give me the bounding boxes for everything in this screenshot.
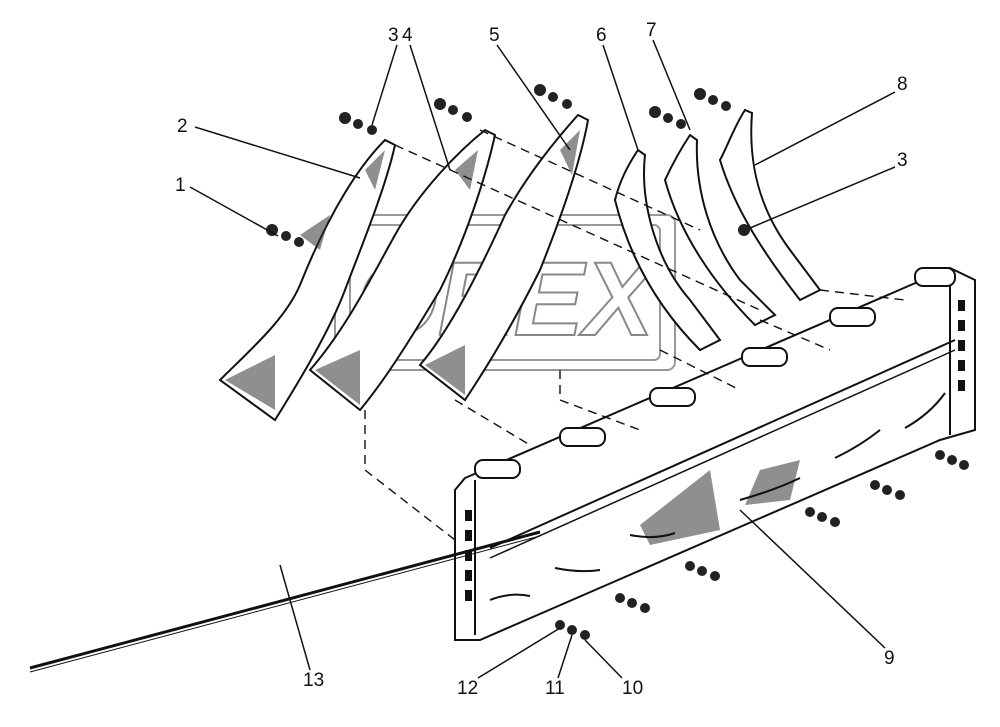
tine-part-4 xyxy=(308,128,497,412)
tine-part-2 xyxy=(218,138,397,422)
callout-3-right: 3 xyxy=(897,150,908,171)
callout-9: 9 xyxy=(884,648,895,669)
callout-5: 5 xyxy=(489,25,500,46)
moldboard-blade xyxy=(454,266,976,641)
leader-lines xyxy=(189,39,896,679)
hinge-bosses xyxy=(474,267,956,479)
nuts-and-washers xyxy=(555,450,969,640)
assembly-guide-lines xyxy=(364,129,906,541)
callout-10: 10 xyxy=(622,678,644,699)
tine-part-7 xyxy=(663,133,777,327)
callout-1: 1 xyxy=(175,175,186,196)
callout-7: 7 xyxy=(646,20,657,41)
callout-8: 8 xyxy=(897,74,908,95)
callout-12: 12 xyxy=(457,678,479,699)
callout-6: 6 xyxy=(596,25,607,46)
callout-11: 11 xyxy=(545,678,565,699)
tine-part-5 xyxy=(418,113,590,402)
callout-2: 2 xyxy=(177,116,188,137)
mounting-bolts xyxy=(266,84,750,247)
rod-part-13 xyxy=(29,530,541,673)
callout-13: 13 xyxy=(303,670,325,691)
right-plate-holes xyxy=(958,300,965,391)
callout-3: 3 xyxy=(388,25,399,46)
callout-4: 4 xyxy=(402,25,413,46)
